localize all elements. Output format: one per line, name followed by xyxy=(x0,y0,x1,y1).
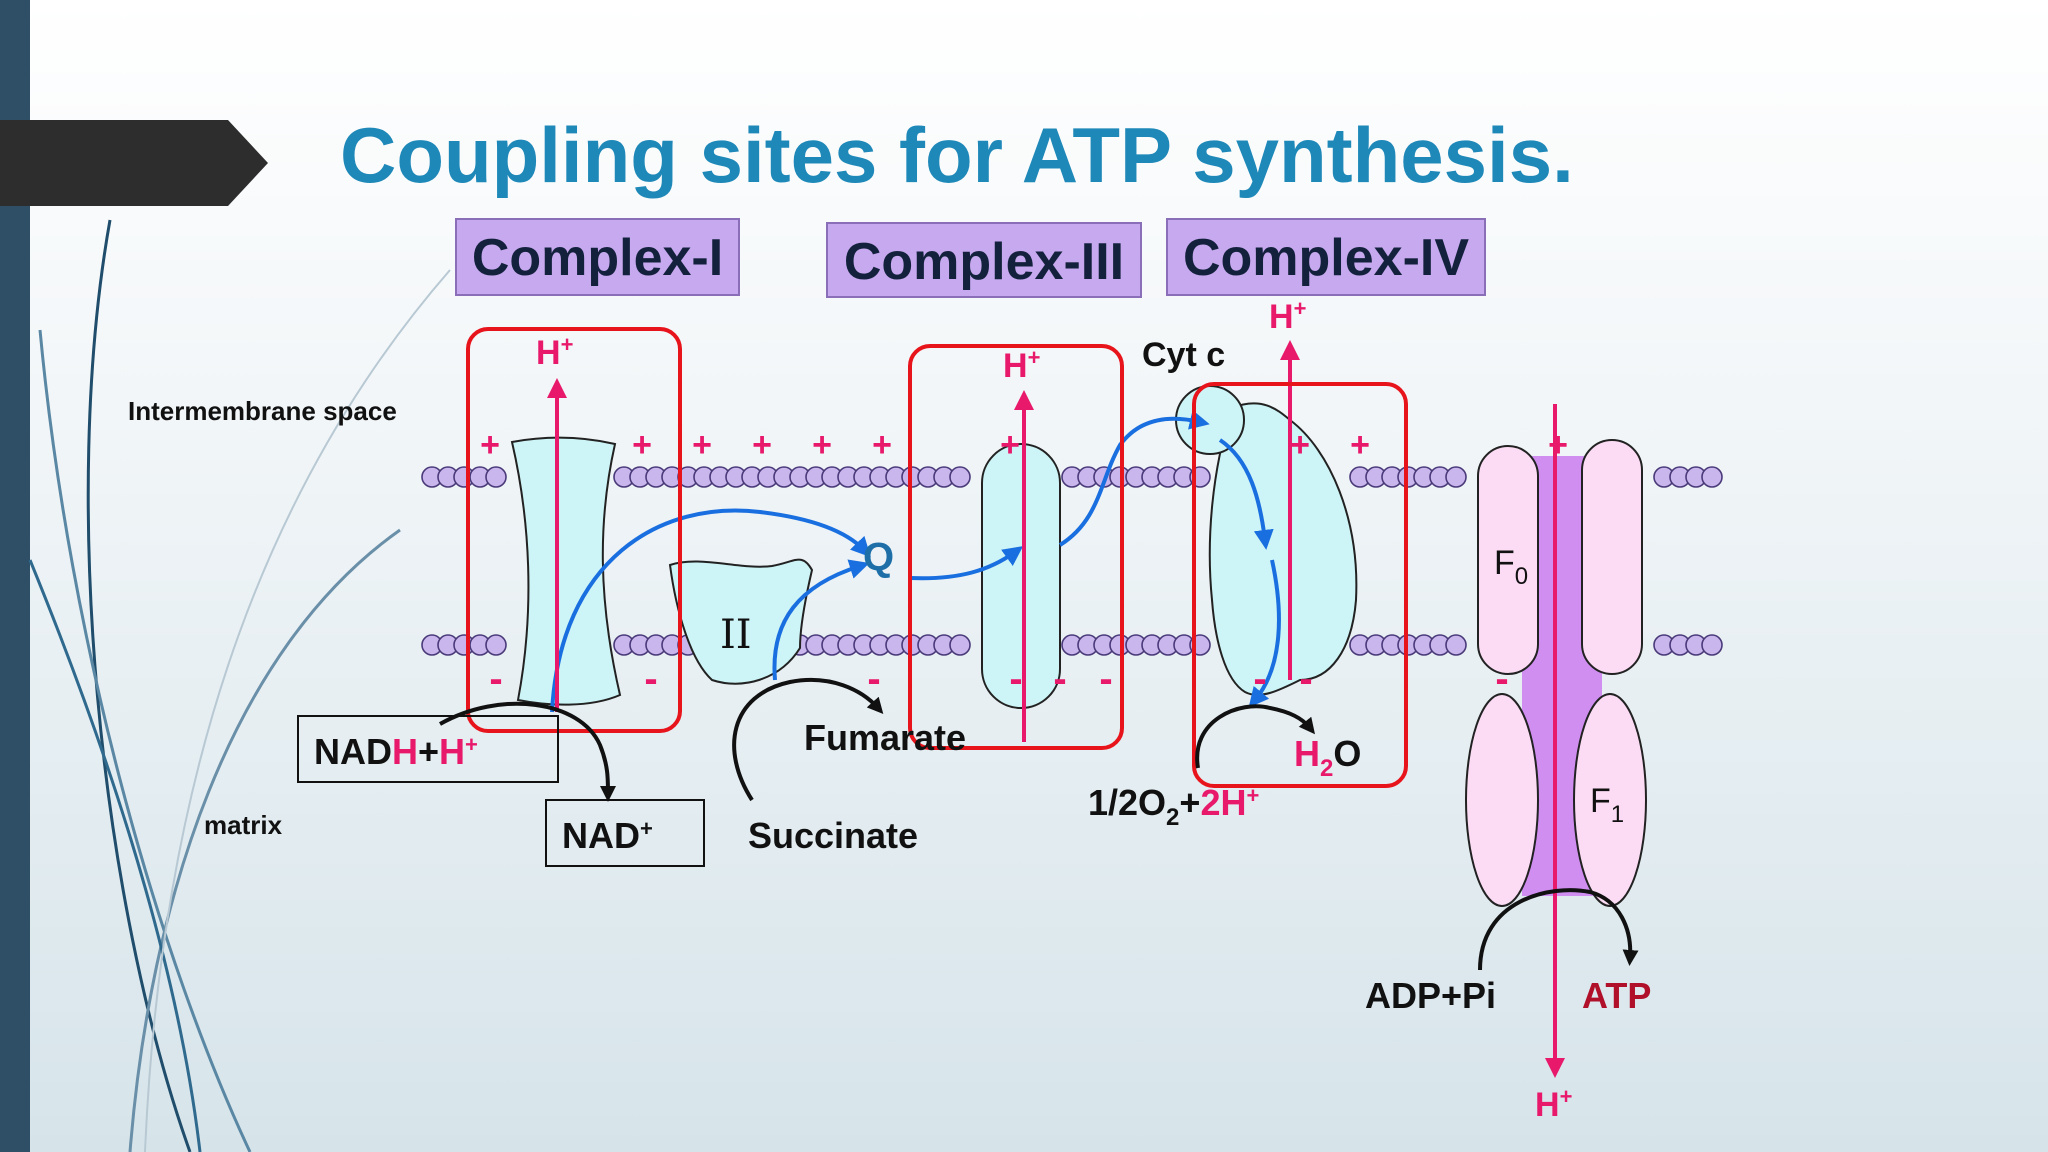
slide-title: Coupling sites for ATP synthesis. xyxy=(340,111,1574,199)
positive-charge: + xyxy=(480,426,500,464)
complex-1-protein xyxy=(510,436,622,706)
lipid-head xyxy=(1701,634,1723,656)
intermembrane-space-label: Intermembrane space xyxy=(128,396,397,426)
f0-left-subunit xyxy=(1477,445,1539,675)
adp-pi-label: ADP+Pi xyxy=(1365,975,1496,1016)
lipid-head xyxy=(1445,466,1467,488)
f1-label: F1 xyxy=(1590,782,1624,828)
electron-path-cytc-to-complex4 xyxy=(1218,438,1274,550)
lipid-head xyxy=(1445,634,1467,656)
negative-charge: - xyxy=(1009,657,1022,701)
title-tab-arrow xyxy=(0,120,268,206)
lipid-heads-top xyxy=(421,466,1723,488)
proton-arrows xyxy=(547,340,1565,1078)
membrane-charges: ++++++++++--------- xyxy=(480,426,1568,701)
succinate-oxidation-arc xyxy=(732,677,884,802)
coupling-site-1-box xyxy=(466,327,682,733)
decorative-swoosh-lines xyxy=(28,219,451,1152)
electron-path-complex2-to-q xyxy=(772,559,870,681)
proton-label-complex3: H+ xyxy=(1003,345,1040,385)
nadh-box xyxy=(297,715,559,783)
nadh-h-label: NADH+H+ xyxy=(314,731,478,772)
lipid-head xyxy=(949,634,971,656)
lipid-head xyxy=(485,466,507,488)
proton-label-atp-synthase: H+ xyxy=(1535,1084,1572,1124)
positive-charge: + xyxy=(872,426,892,464)
reaction-arcs xyxy=(439,677,1639,971)
oxygen-reduction-arc xyxy=(1195,704,1316,769)
f1-left-subunit xyxy=(1465,693,1539,907)
positive-charge: + xyxy=(632,426,652,464)
complex-1-label: Complex-I xyxy=(455,218,740,296)
negative-charge: - xyxy=(1053,657,1066,701)
lipid-head xyxy=(485,634,507,656)
coupling-site-boxes xyxy=(466,327,1408,788)
complex-3-label: Complex-III xyxy=(826,222,1142,298)
electron-path-q-to-complex3 xyxy=(909,546,1024,581)
nadh-oxidation-arc xyxy=(439,701,616,802)
positive-charge: + xyxy=(692,426,712,464)
atp-synthesis-arc xyxy=(1478,888,1639,971)
positive-charge: + xyxy=(1548,426,1568,464)
complex-4-protein xyxy=(1208,402,1358,696)
electron-path-complex1-to-q xyxy=(550,508,871,713)
f0-label: F0 xyxy=(1494,544,1528,590)
electron-path-complex4-to-o2 xyxy=(1248,559,1281,708)
positive-charge: + xyxy=(1000,426,1020,464)
negative-charge: - xyxy=(644,657,657,701)
matrix-label: matrix xyxy=(204,810,283,840)
electron-path-complex3-to-cytc xyxy=(1058,409,1210,547)
atp-label: ATP xyxy=(1582,975,1651,1016)
lipid-head xyxy=(1701,466,1723,488)
positive-charge: + xyxy=(752,426,772,464)
complex-2-label: II xyxy=(720,612,752,658)
nad-plus-label: NAD+ xyxy=(562,815,653,856)
water-label: H2O xyxy=(1294,733,1361,782)
cytochrome-c-label: Cyt c xyxy=(1142,336,1225,374)
negative-charge: - xyxy=(867,657,880,701)
coupling-site-2-box xyxy=(908,344,1124,750)
positive-charge: + xyxy=(1350,426,1370,464)
fumarate-label: Fumarate xyxy=(804,717,966,758)
f1-right-subunit xyxy=(1573,693,1647,907)
negative-charge: - xyxy=(489,657,502,701)
electron-flow xyxy=(550,409,1281,713)
negative-charge: - xyxy=(1099,657,1112,701)
ubiquinone-q-label: Q xyxy=(863,535,894,579)
lipid-head xyxy=(949,466,971,488)
negative-charge: - xyxy=(1495,657,1508,701)
atp-synthase xyxy=(1465,439,1647,907)
negative-charge: - xyxy=(1253,657,1266,701)
proton-label-complex1: H+ xyxy=(536,332,573,372)
positive-charge: + xyxy=(1290,426,1310,464)
negative-charge: - xyxy=(1299,657,1312,701)
complex-4-label: Complex-IV xyxy=(1166,218,1486,296)
positive-charge: + xyxy=(812,426,832,464)
coupling-site-3-box xyxy=(1192,382,1408,788)
succinate-label: Succinate xyxy=(748,815,918,856)
oxygen-protons-label: 1/2O2+2H+ xyxy=(1088,782,1259,831)
complex-3-protein xyxy=(981,443,1061,709)
f0-right-subunit xyxy=(1581,439,1643,675)
proton-label-complex4: H+ xyxy=(1269,296,1306,336)
nad-box xyxy=(545,799,705,867)
